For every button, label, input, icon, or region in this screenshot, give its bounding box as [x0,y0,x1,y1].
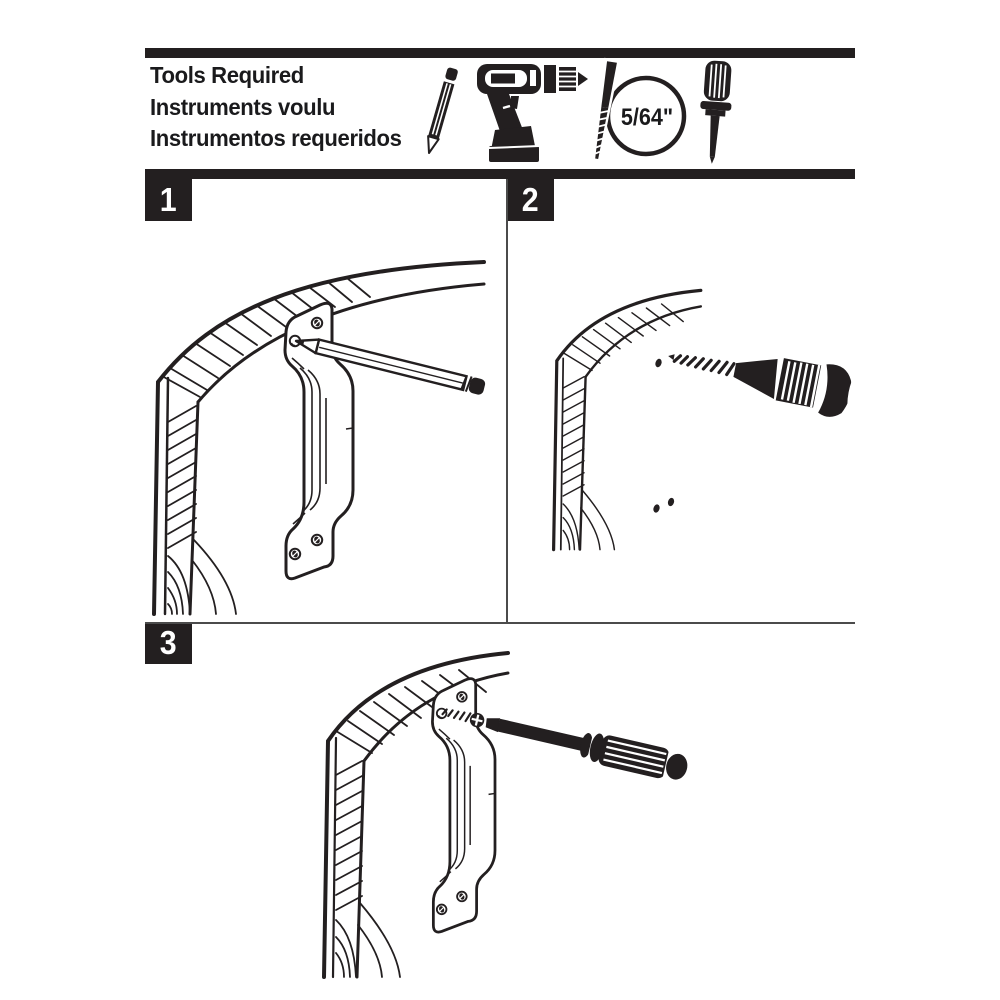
pilot-hole [655,358,662,368]
step-3-number: 3 [160,624,177,661]
pilot-hole [653,504,660,513]
screwdriver-shaft [497,718,584,751]
step-1-illustration [152,260,486,616]
step-2-number: 2 [522,181,539,218]
pull-handle [431,677,497,934]
step-1-badge: 1 [145,179,192,221]
pencil-icon [427,67,458,154]
bit-size-label: 5/64" [621,103,673,130]
tools-icons-row: 5/64" [427,57,732,164]
steps-header-bar [145,169,855,179]
tools-required-title: Tools Required Instruments voulu Instrum… [150,60,402,155]
header-bar-top [145,48,855,58]
screw-thread [441,708,472,723]
step-2-badge: 2 [507,179,554,221]
screwdriver-end-cap [666,753,688,780]
screwdriver-tip [485,718,501,733]
title-french: Instruments voulu [150,93,336,120]
drill-bit-size-icon: 5/64" [592,57,687,163]
marking-pencil [294,338,486,395]
drill-bit-and-chuck [668,354,882,429]
screwdriver-handle [598,735,670,779]
step-2-illustration [551,288,882,552]
drill-icon [477,64,588,162]
step-3-illustration [322,651,688,979]
title-spanish: Instrumentos requeridos [150,125,402,151]
pilot-hole [667,497,675,507]
screw-and-screwdriver [441,708,688,780]
screwdriver-icon [700,60,732,164]
step-divider-horizontal [145,622,855,624]
title-english: Tools Required [150,62,304,88]
step-3-badge: 3 [145,622,192,664]
door-edge [551,288,703,552]
step-divider-vertical [506,179,508,624]
step-1-number: 1 [160,181,177,218]
